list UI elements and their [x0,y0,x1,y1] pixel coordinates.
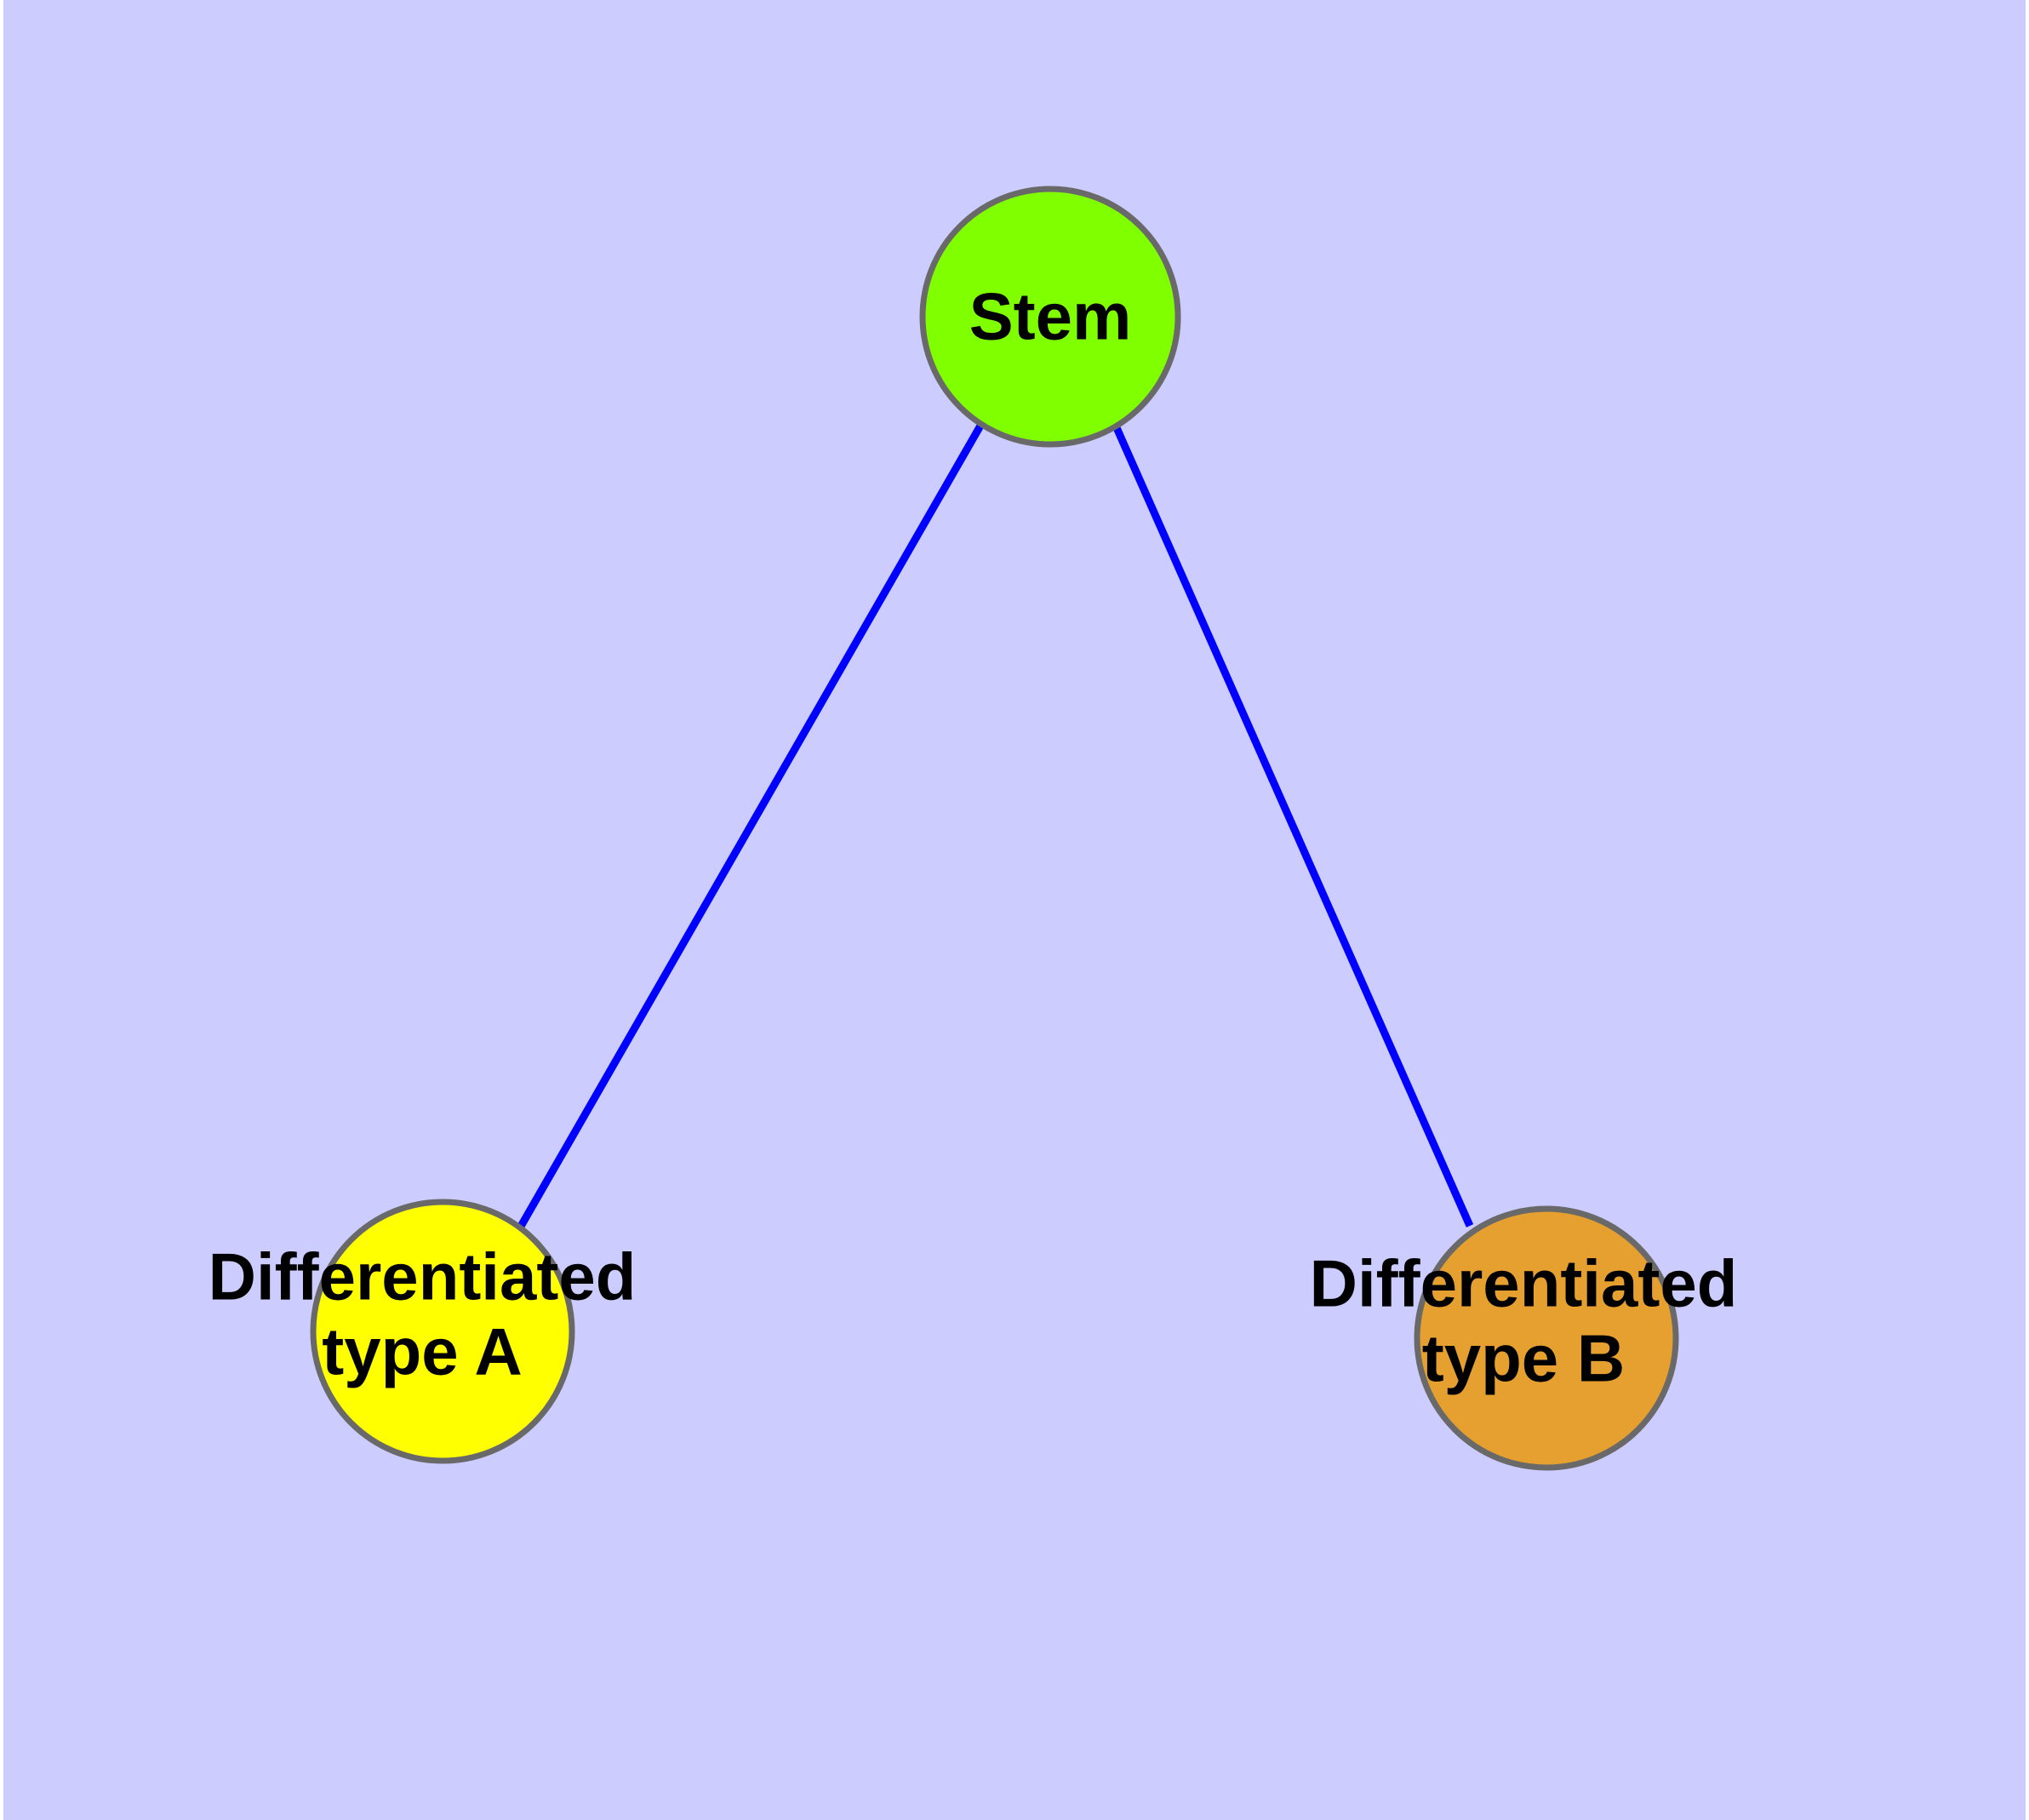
node-label-line: Differentiated [209,1239,637,1314]
node-label-line: type B [1422,1321,1625,1396]
node-circle-diff_b[interactable] [1414,1205,1679,1471]
node-label-line: Differentiated [1310,1246,1738,1321]
graph-edge-stem-diff_b[interactable] [1111,422,1474,1228]
node-label-stem: Stem [969,279,1132,354]
node-circle-diff_a[interactable] [310,1199,575,1464]
node-label-line: type A [322,1314,523,1389]
edges-layer [516,422,1474,1232]
graph-edge-stem-diff_a[interactable] [516,423,984,1232]
graph-node-stem[interactable]: Stem [919,186,1181,448]
node-label-line: Stem [969,279,1132,354]
node-circle-stem[interactable] [919,186,1181,448]
